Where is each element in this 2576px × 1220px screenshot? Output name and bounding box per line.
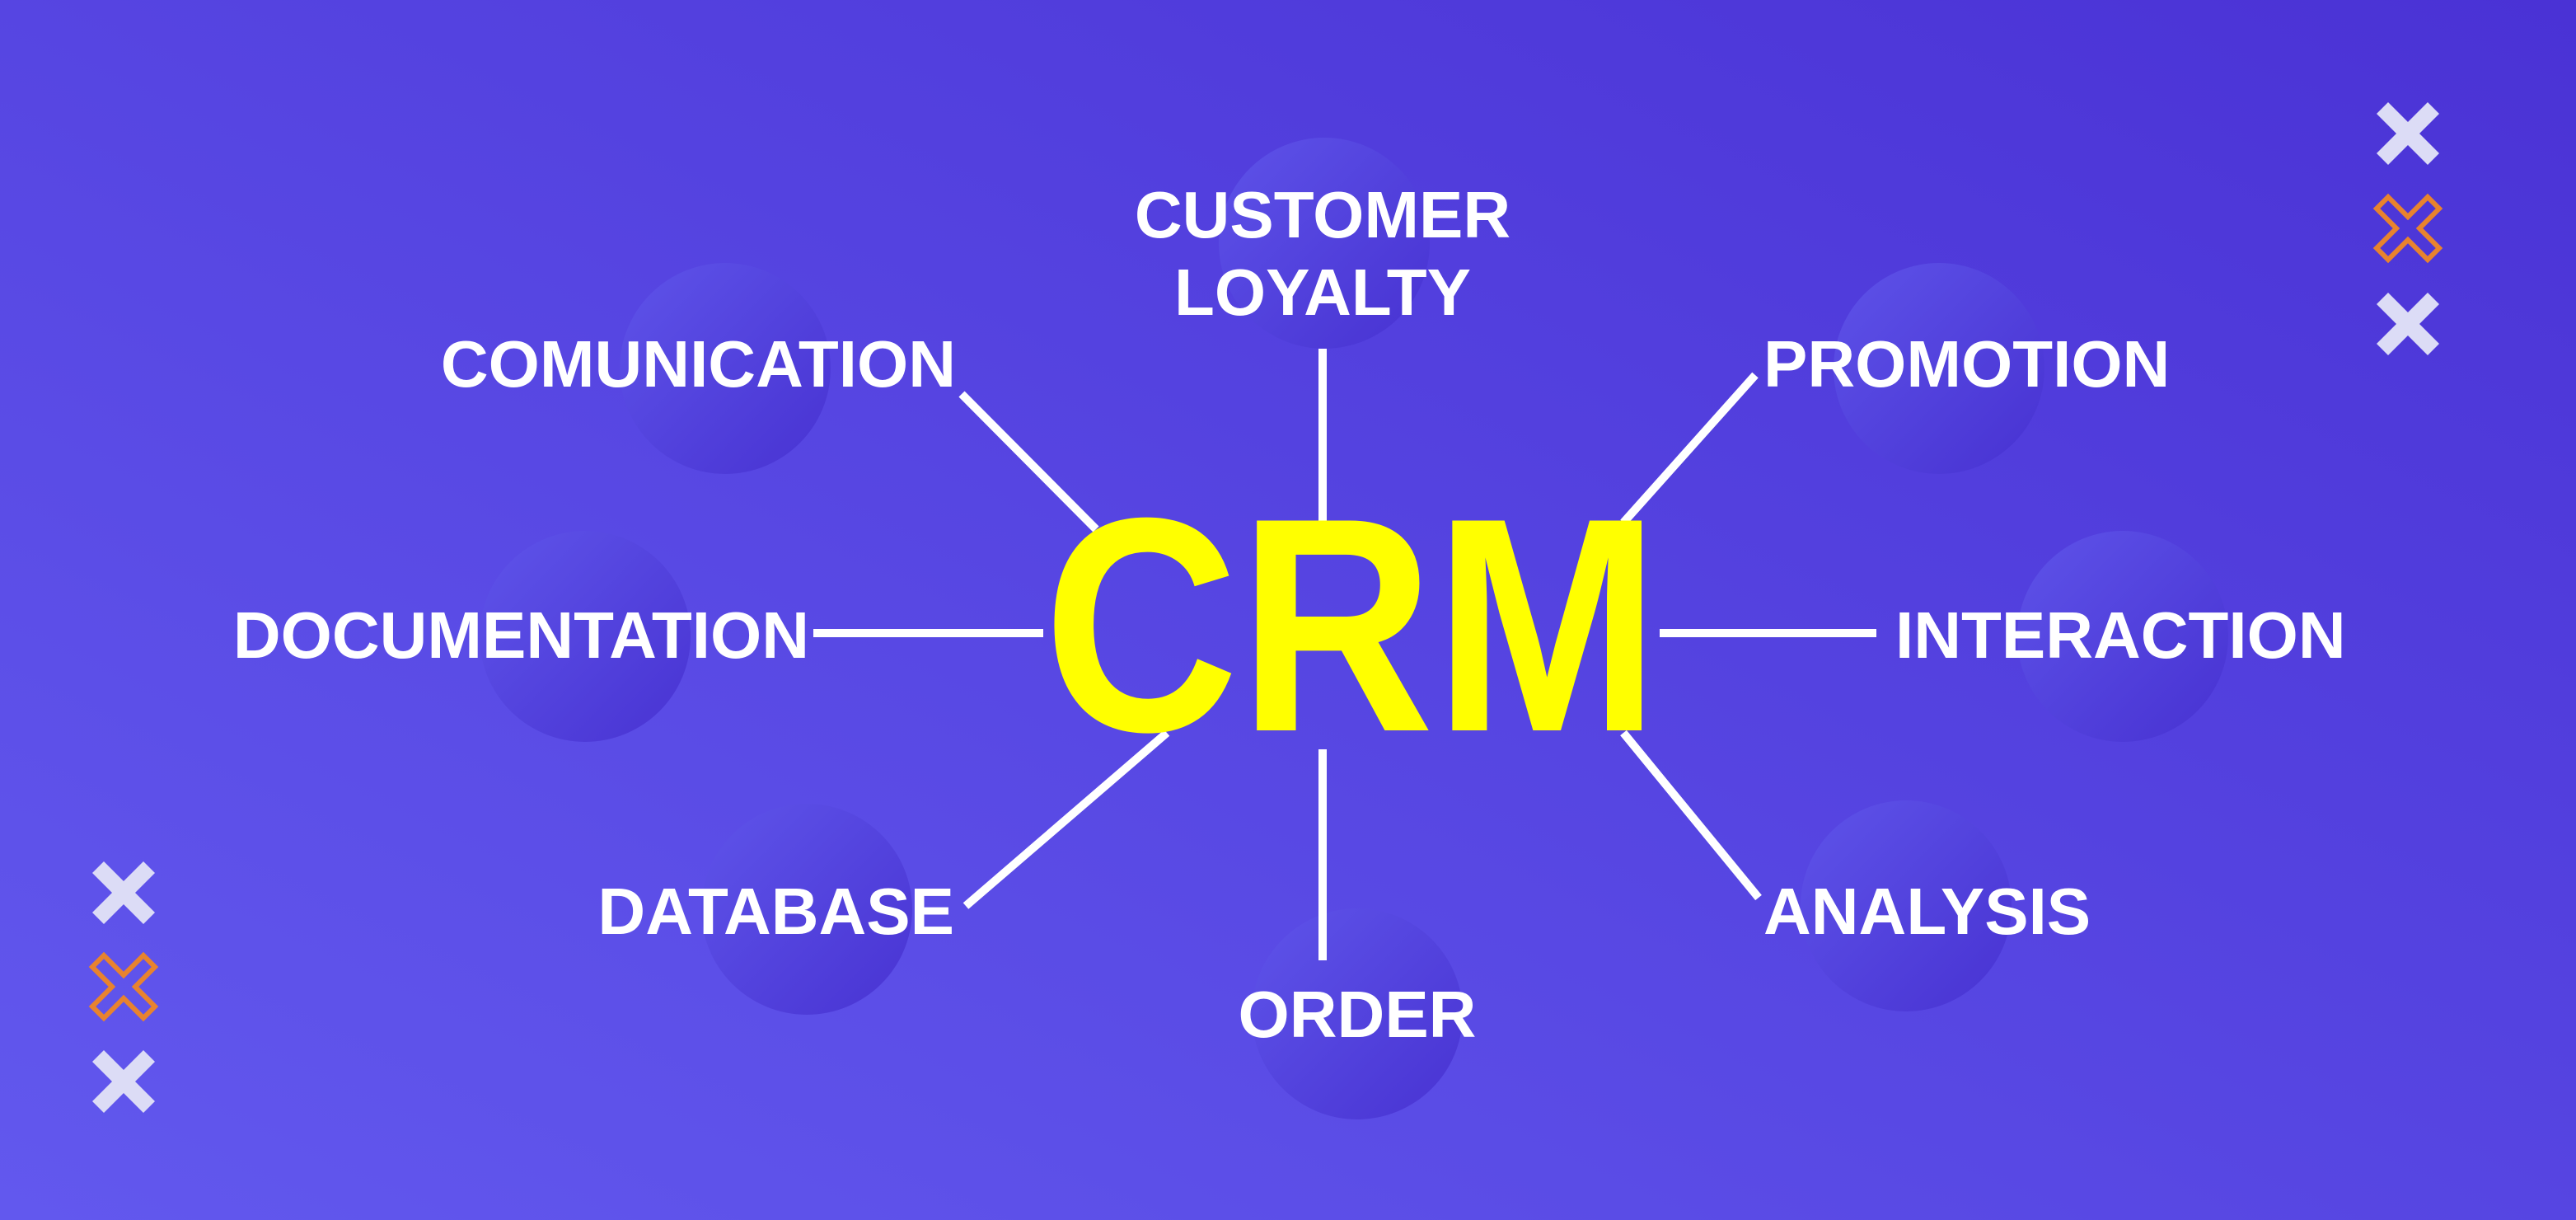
- label-database: DATABASE: [597, 875, 954, 948]
- connector-database: [962, 730, 1170, 909]
- connectors: [813, 349, 1876, 960]
- label-customer-loyalty-line2: LOYALTY: [1174, 256, 1471, 329]
- label-comunication: COMUNICATION: [441, 327, 956, 401]
- circle-documentation: [480, 531, 691, 742]
- label-interaction: INTERACTION: [1895, 598, 2346, 672]
- circle-order: [1252, 908, 1463, 1119]
- circle-interaction: [2017, 531, 2228, 742]
- circle-analysis: [1801, 800, 2012, 1011]
- crm-title: CRM: [1043, 455, 1660, 795]
- label-order: ORDER: [1239, 978, 1477, 1051]
- circle-database: [701, 804, 912, 1015]
- connector-comunication: [958, 391, 1099, 533]
- circle-promotion: [1834, 263, 2044, 474]
- label-analysis: ANALYSIS: [1763, 875, 2091, 948]
- connector-analysis: [1620, 730, 1762, 901]
- circle-customer-loyalty: [1219, 138, 1430, 349]
- decorative-circles: [480, 138, 2228, 1119]
- label-documentation: DOCUMENTATION: [233, 598, 809, 672]
- label-customer-loyalty-line1: CUSTOMER: [1135, 178, 1510, 251]
- label-promotion: PROMOTION: [1763, 327, 2170, 401]
- connector-promotion: [1620, 372, 1759, 526]
- circle-comunication: [620, 263, 831, 474]
